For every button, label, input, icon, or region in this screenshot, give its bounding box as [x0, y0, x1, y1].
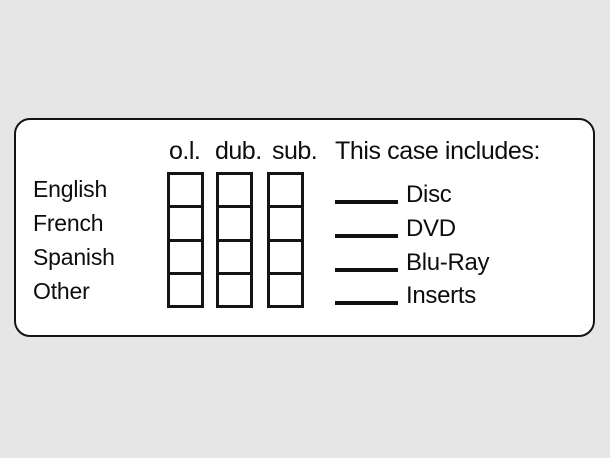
checkbox-french-sub[interactable] — [270, 208, 301, 242]
column-header-original-language: o.l. — [169, 137, 201, 165]
checkbox-english-ol[interactable] — [170, 175, 201, 209]
contents-row-dvd: DVD — [335, 210, 456, 242]
column-header-subtitles: sub. — [272, 137, 318, 165]
media-case-label-card: o.l. dub. sub. English French Spanish Ot… — [14, 118, 595, 337]
checkbox-column-dubbed — [216, 172, 253, 308]
checkbox-english-sub[interactable] — [270, 175, 301, 209]
language-label-french: French — [33, 210, 104, 236]
contents-row-disc: Disc — [335, 176, 452, 208]
contents-row-blu-ray: Blu-Ray — [335, 244, 490, 276]
contents-label-disc: Disc — [406, 181, 452, 208]
checkbox-spanish-dub[interactable] — [219, 241, 250, 275]
blank-line-blu-ray[interactable] — [335, 268, 398, 272]
checkbox-french-ol[interactable] — [170, 208, 201, 242]
language-label-english: English — [33, 176, 108, 202]
checkbox-column-original-language — [167, 172, 204, 308]
checkbox-spanish-ol[interactable] — [170, 241, 201, 275]
blank-line-dvd[interactable] — [335, 234, 398, 238]
contents-row-inserts: Inserts — [335, 277, 476, 309]
blank-line-inserts[interactable] — [335, 301, 398, 305]
contents-label-inserts: Inserts — [406, 282, 476, 309]
blank-line-disc[interactable] — [335, 200, 398, 204]
checkbox-other-dub[interactable] — [219, 274, 250, 305]
column-header-dubbed: dub. — [215, 137, 262, 165]
checkbox-other-ol[interactable] — [170, 274, 201, 305]
contents-label-dvd: DVD — [406, 215, 456, 242]
checkbox-spanish-sub[interactable] — [270, 241, 301, 275]
language-label-spanish: Spanish — [33, 244, 115, 270]
checkbox-french-dub[interactable] — [219, 208, 250, 242]
checkbox-english-dub[interactable] — [219, 175, 250, 209]
contents-heading: This case includes: — [335, 137, 540, 165]
checkbox-other-sub[interactable] — [270, 274, 301, 305]
language-label-other: Other — [33, 278, 90, 304]
checkbox-column-subtitles — [267, 172, 304, 308]
contents-label-blu-ray: Blu-Ray — [406, 249, 490, 276]
